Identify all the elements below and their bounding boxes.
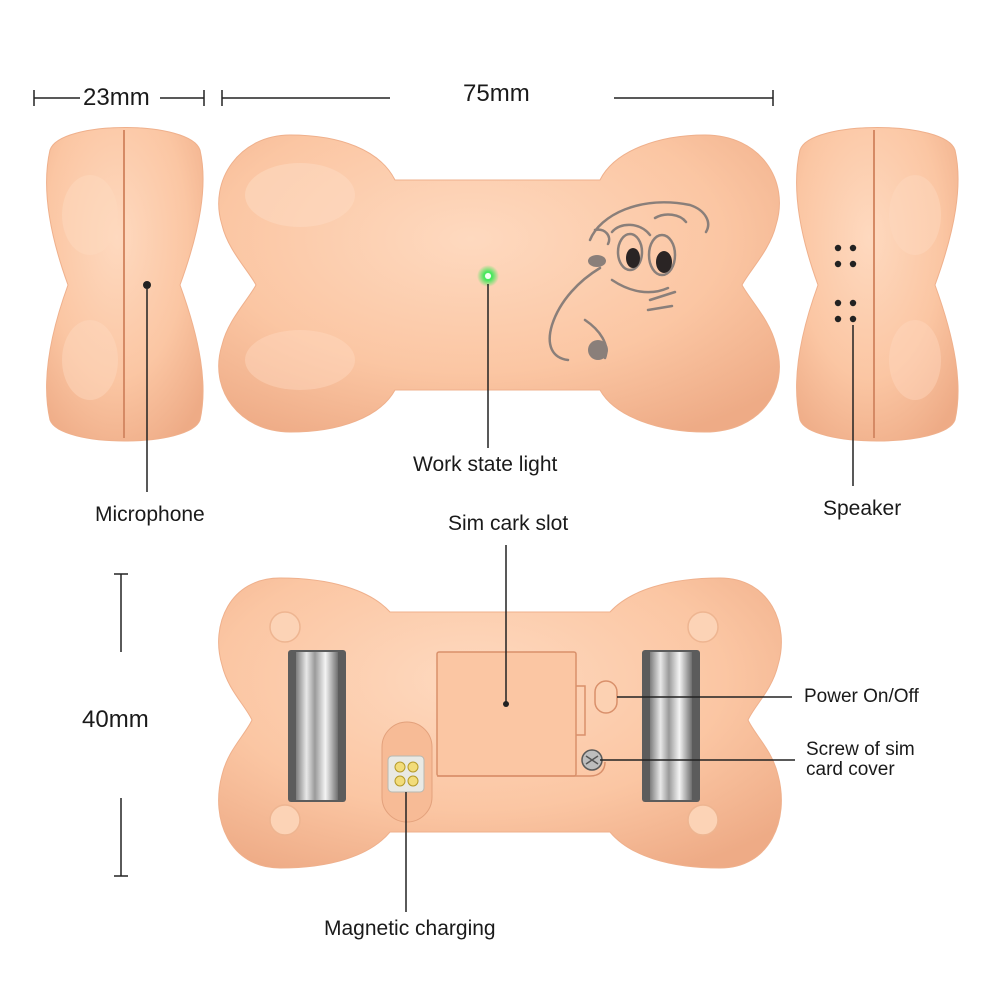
microphone-label: Microphone	[95, 503, 205, 526]
charging-label: Magnetic charging	[324, 917, 496, 940]
microphone-hole	[143, 281, 151, 289]
power-label: Power On/Off	[804, 686, 919, 707]
bottom-view	[218, 577, 782, 869]
height-label: 40mm	[82, 706, 149, 733]
sim-slot-label: Sim cark slot	[448, 512, 569, 535]
screw-label-line2: card cover	[806, 759, 895, 780]
callout-lines	[146, 284, 854, 912]
power-button	[594, 680, 618, 714]
speaker-label: Speaker	[823, 497, 902, 520]
screw-label: Screw of sim card cover	[806, 740, 946, 780]
work-state-light-label: Work state light	[413, 453, 558, 476]
screw-label-line1: Screw of sim	[806, 739, 915, 760]
speaker-holes	[834, 244, 857, 323]
width-dimension-marker	[33, 90, 205, 106]
length-label: 75mm	[463, 80, 530, 107]
length-dimension-marker	[221, 90, 774, 106]
side-view-left	[46, 127, 204, 442]
side-view-right	[796, 127, 959, 442]
dog-face-drawing	[548, 201, 710, 362]
charging-contacts	[387, 755, 425, 793]
width-label: 23mm	[83, 84, 150, 111]
front-view	[218, 134, 780, 433]
height-dimension-marker	[114, 573, 128, 877]
